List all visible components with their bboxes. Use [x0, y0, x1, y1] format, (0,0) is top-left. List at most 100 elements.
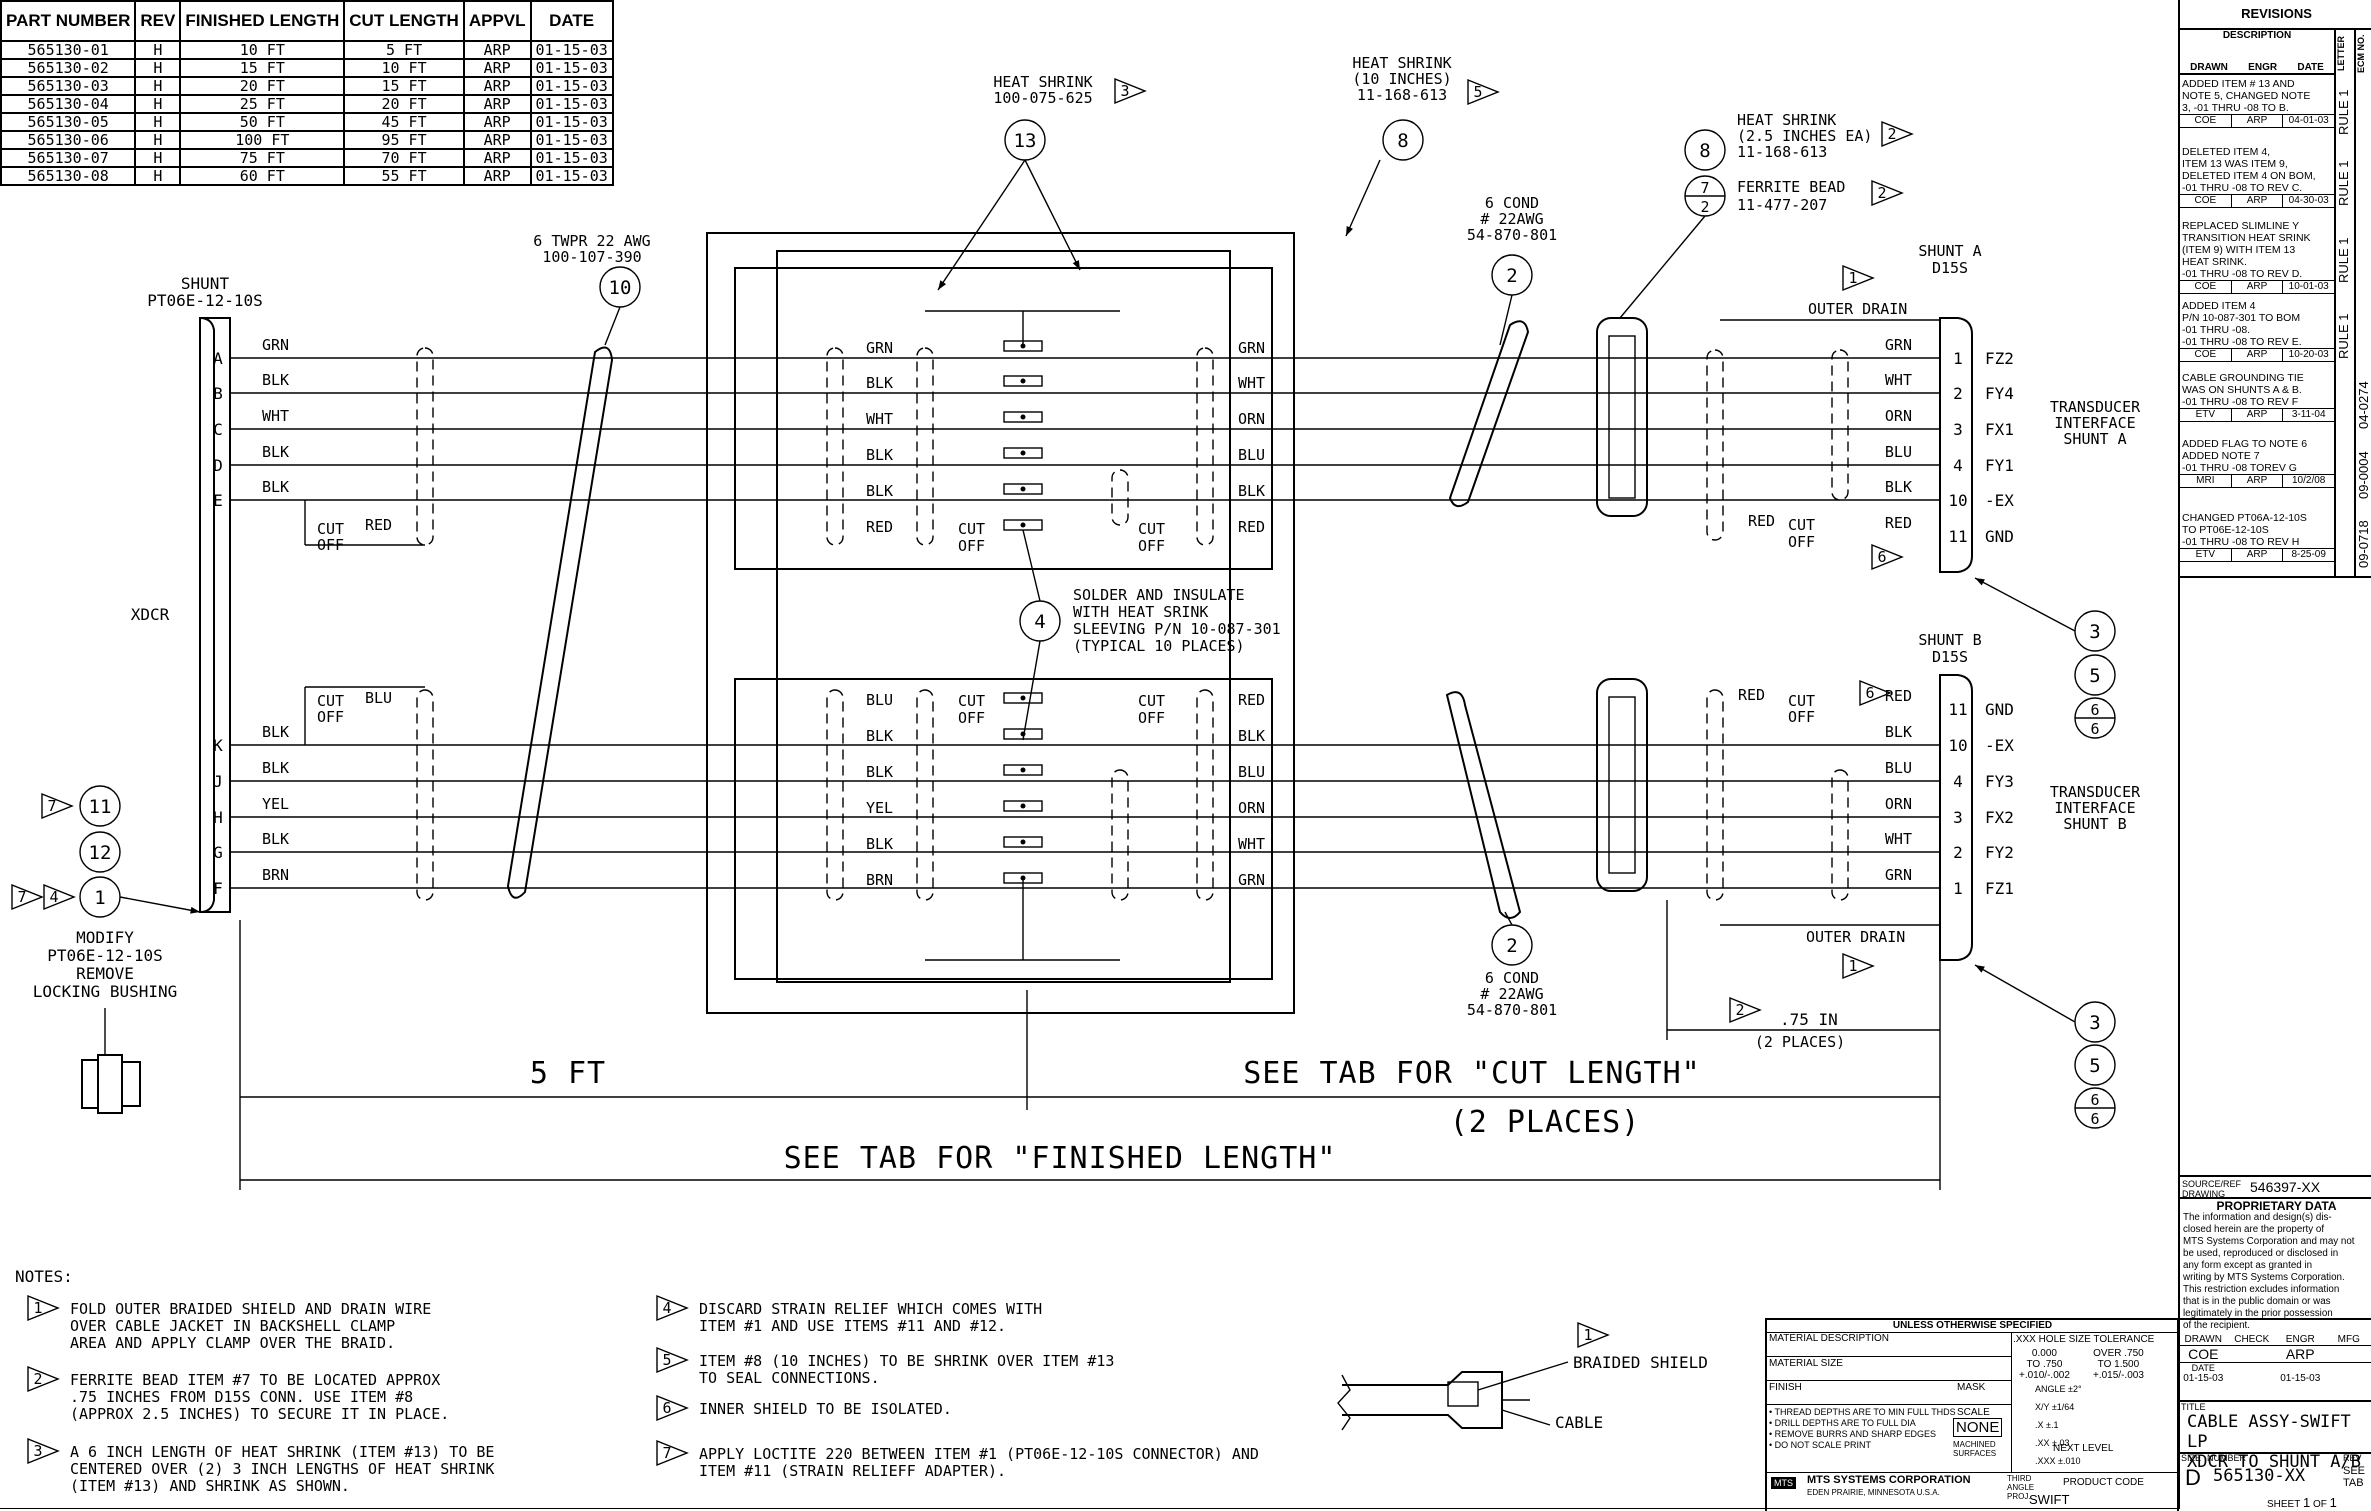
note-4-line: DISCARD STRAIN RELIEF WHICH COMES WITH [699, 1300, 1042, 1318]
center-wire-bottom: BLK [866, 763, 893, 781]
right-signal-a: FX1 [1985, 420, 2014, 439]
shield-right-bottom-inner [1832, 770, 1848, 900]
shield-mid-a [827, 348, 843, 545]
connector-picture [82, 1055, 140, 1113]
notes-title: NOTES: [15, 1267, 73, 1286]
proprietary-line: that is in the public domain or was [2183, 1296, 2371, 1308]
center-wire-top-right: WHT [1238, 374, 1265, 392]
balloon-8: 8 [1397, 130, 1408, 152]
center-off: OFF [958, 537, 985, 555]
center-wire-bottom-right: RED [1238, 691, 1265, 709]
revision-letter: 09-0718 [2356, 516, 2371, 572]
flag-2a: 2 [1887, 125, 1896, 143]
title-block: UNLESS OTHERWISE SPECIFIED MATERIAL DESC… [1765, 1318, 2371, 1511]
shield-right-top [1707, 350, 1723, 540]
revision-letter: 04-0274 [2356, 376, 2371, 434]
center-wire-top: RED [866, 518, 893, 536]
ferrite-bead-top [1597, 318, 1647, 516]
outer-drain-bottom: OUTER DRAIN [1806, 928, 1905, 946]
revision-signoff-cell: COE [2180, 281, 2232, 293]
revision-signoff-cell: ARP [2232, 195, 2284, 207]
balloon-7-2-top: 7 [1700, 179, 1709, 197]
braided-shield-detail [1338, 1372, 1530, 1430]
cond-top-3: 54-870-801 [1467, 226, 1557, 244]
shield-mid-d [827, 690, 843, 900]
flag-7b: 7 [17, 888, 26, 906]
tolerance-1-line: 0.000 [2019, 1348, 2070, 1359]
revision-signoff-cell: COE [2180, 115, 2232, 127]
balloon-8-ferrite: 8 [1699, 140, 1710, 162]
right-pin-b: 1 [1953, 879, 1963, 898]
cutoff-off: OFF [317, 708, 344, 726]
right-pin-b: 3 [1953, 808, 1963, 827]
pin-F: F [213, 879, 223, 898]
revision-signoff-cell: ETV [2180, 409, 2232, 421]
engr-date: 01-15-03 [2276, 1373, 2325, 1384]
leader-13a [938, 160, 1025, 290]
revision-text: -01 THRU -08 TO REV C. [2180, 182, 2334, 194]
right-pin-a: 4 [1953, 456, 1963, 475]
leader-4 [1023, 530, 1040, 601]
revision-text: DELETED ITEM 4, [2180, 146, 2334, 158]
revision-text: HEAT SRINK. [2180, 256, 2334, 268]
fraction-tolerance: X/Y ±1/64 [2035, 1398, 2080, 1416]
center-wire-top: WHT [866, 410, 893, 428]
dim-75-places: (2 PLACES) [1755, 1033, 1845, 1051]
note-3-line: A 6 INCH LENGTH OF HEAT SHRINK (ITEM #13… [70, 1443, 494, 1461]
splice-dot [1021, 840, 1026, 845]
modify-line: REMOVE [76, 964, 134, 983]
center-wire-bottom-right: ORN [1238, 799, 1265, 817]
balloon-6b-top: 6 [2090, 1091, 2099, 1109]
right-signal-b: -EX [1985, 736, 2014, 755]
hole-tolerance-label: .XXX HOLE SIZE TOLERANCE [2013, 1334, 2154, 1345]
rev-sub-date: DATE [2297, 62, 2323, 73]
center-cut: CUT [1138, 520, 1165, 538]
revision-text: TRANSITION HEAT SRINK [2180, 232, 2334, 244]
material-desc-label: MATERIAL DESCRIPTION [1769, 1333, 1889, 1344]
leader-10 [605, 307, 620, 345]
revision-text: -01 THRU -08. [2180, 324, 2334, 336]
cable-6cond-top [1450, 321, 1528, 506]
hs-ea-part: 11-168-613 [1737, 143, 1827, 161]
tolerance-2-line: OVER .750 [2093, 1348, 2144, 1359]
right-signal-b: FY3 [1985, 772, 2014, 791]
right-pin-b: 4 [1953, 772, 1963, 791]
engr-label: ENGR [2276, 1334, 2325, 1345]
scale-value: NONE [1953, 1418, 2002, 1437]
red-right-a: RED [1748, 512, 1775, 530]
flag-6a: 6 [1877, 548, 1886, 566]
thread-note: • THREAD DEPTHS ARE TO MIN FULL THDS [1769, 1407, 1956, 1418]
revision-text: TO PT06E-12-10S [2180, 524, 2334, 536]
note-3-line: (ITEM #13) AND SHRINK AS SHOWN. [70, 1477, 350, 1495]
right-pin-b: 11 [1948, 700, 1967, 719]
flag-braided: 1 [1583, 1326, 1592, 1344]
splice-dot [1021, 523, 1026, 528]
wire-color-left-bottom: BLK [262, 830, 289, 848]
pin-A: A [213, 349, 223, 368]
note-5-flag: 5 [662, 1351, 671, 1369]
balloon-3a: 3 [2089, 621, 2100, 643]
flag-2b: 2 [1877, 184, 1886, 202]
right-wire-b: RED [1885, 687, 1912, 705]
center-cut: CUT [1138, 692, 1165, 710]
note-6-flag: 6 [662, 1399, 671, 1417]
braided-leader [1478, 1362, 1568, 1390]
balloon-2-top: 2 [1506, 265, 1517, 287]
center-wire-bottom: BLK [866, 835, 893, 853]
cutoff-off: OFF [317, 536, 344, 554]
proprietary-line: The information and design(s) dis- [2183, 1212, 2371, 1224]
outer-drain-top: OUTER DRAIN [1808, 300, 1907, 318]
center-off: OFF [1138, 709, 1165, 727]
drawn-label: DRAWN [2179, 1334, 2228, 1345]
note-4-flag: 4 [662, 1299, 671, 1317]
right-pin-a: 3 [1953, 420, 1963, 439]
leader-4 [1023, 641, 1040, 740]
product-code-label: PRODUCT CODE [2063, 1477, 2144, 1488]
